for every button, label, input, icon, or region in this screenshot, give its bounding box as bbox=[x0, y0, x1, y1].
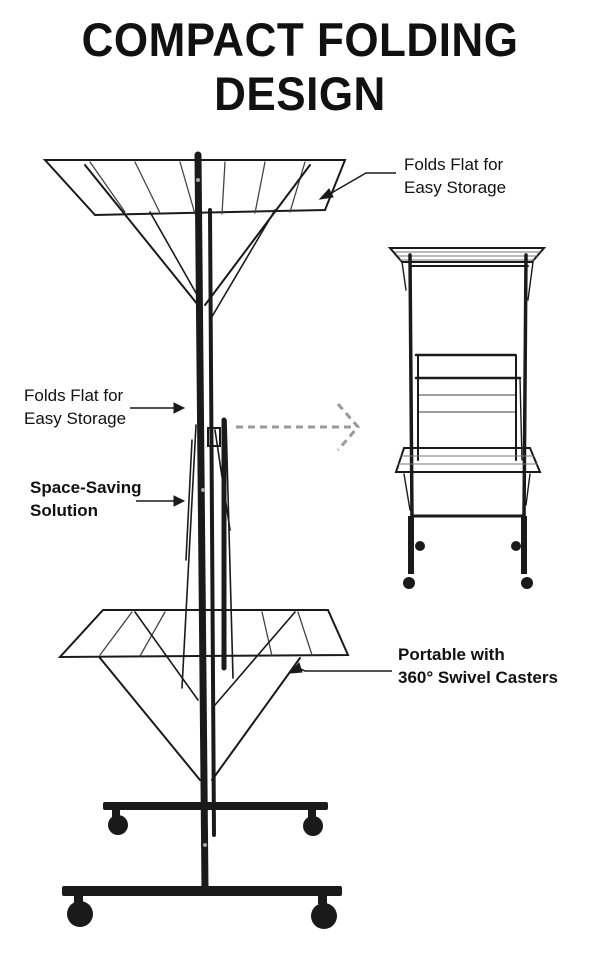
rack-base bbox=[62, 802, 342, 929]
unfolded-drying-rack bbox=[42, 151, 350, 929]
bottom-wing-shelf bbox=[57, 609, 350, 781]
center-post bbox=[194, 151, 209, 892]
folded-drying-rack bbox=[387, 247, 547, 589]
callout-top-right: Folds Flat for Easy Storage bbox=[404, 155, 507, 197]
folded-middle-section bbox=[181, 419, 234, 689]
callout-bottom-right: Portable with 360° Swivel Casters bbox=[398, 645, 558, 687]
top-wing-shelf bbox=[42, 159, 347, 321]
page-title: COMPACT FOLDING DESIGN bbox=[81, 13, 519, 121]
callout-left-low: Space-Saving Solution bbox=[30, 478, 142, 520]
callout-left-mid: Folds Flat for Easy Storage bbox=[24, 386, 127, 428]
fold-arrow bbox=[236, 403, 360, 451]
callout-leaders bbox=[130, 172, 396, 674]
